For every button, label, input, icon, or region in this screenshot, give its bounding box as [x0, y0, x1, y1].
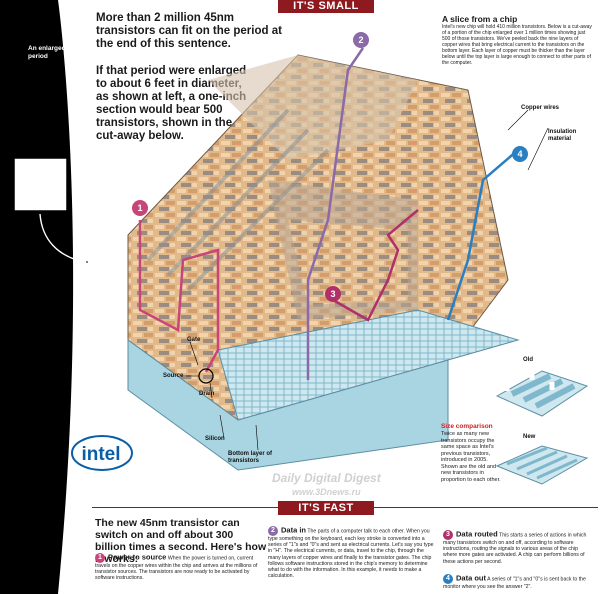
label-new: New — [523, 434, 536, 440]
label-gate: Gate — [187, 337, 201, 343]
svg-text:intel: intel — [81, 444, 120, 465]
svg-text:2: 2 — [358, 35, 363, 45]
step-2-title: Data in — [281, 525, 307, 535]
marker-2: 2 — [353, 32, 369, 48]
step-3-title: Data routed — [456, 529, 498, 539]
watermark-title: Daily Digital Digest — [272, 471, 381, 485]
label-old: Old — [523, 357, 533, 363]
enlarged-description: If that period were enlarged to about 6 … — [96, 65, 247, 142]
marker-3: 3 — [325, 286, 341, 302]
step-4-text: A series of "1"s and "0"s is sent back t… — [443, 576, 586, 590]
label-copper-wires: Copper wires — [521, 105, 560, 111]
enlarged-period-panel — [0, 0, 88, 594]
wire-path-2 — [306, 47, 365, 380]
headline: More than 2 million 45nm transistors can… — [96, 12, 282, 50]
svg-text:3: 3 — [330, 289, 335, 299]
marker-1: 1 — [132, 200, 148, 216]
pointer-arrow-icon — [39, 213, 85, 263]
fast-headline: The new 45nm transistor can switch on an… — [95, 517, 267, 565]
enlarged-period-label: An enlarged period — [28, 45, 66, 60]
intel-logo: intel — [71, 435, 133, 471]
size-comparison-text: Twice as many new transistors occupy the… — [441, 431, 501, 483]
watermark-url: www.3Dnews.ru — [292, 487, 361, 497]
size-comparison-title: Size comparison — [441, 423, 493, 430]
svg-text:4: 4 — [517, 149, 522, 159]
step-1-text: When the power is turned on, current tra… — [95, 555, 258, 582]
wire-path-4 — [446, 149, 519, 321]
label-drain: Drain — [199, 391, 215, 397]
slice-title: A slice from a chip — [442, 14, 518, 24]
enlarged-period-square — [13, 157, 68, 212]
step-2-text: The parts of a computer talk to each oth… — [268, 528, 434, 580]
slice-description: Intel's new chip will hold 410 million t… — [442, 24, 592, 66]
wire-path-3 — [332, 209, 419, 322]
wire-path-1 — [138, 220, 220, 373]
step-1-title: Power to source — [108, 552, 167, 562]
step-3-text: This starts a series of actions in which… — [443, 532, 587, 565]
label-silicon: Silicon — [205, 436, 225, 442]
banner-its-small: IT'S SMALL — [278, 0, 374, 13]
step-4-number: 4 — [443, 574, 453, 584]
step-2-number: 2 — [268, 526, 278, 536]
marker-4: 4 — [512, 146, 528, 162]
chip-cutaway-diagram: 1 2 3 4 — [127, 32, 549, 471]
step-1-number: 1 — [95, 553, 105, 563]
new-transistor-illustration — [495, 445, 589, 485]
old-transistor-illustration — [495, 370, 589, 417]
step-3-number: 3 — [443, 530, 453, 540]
label-bottom-layer: Bottom layer of transistors — [228, 451, 273, 464]
banner-its-fast: IT'S FAST — [278, 501, 374, 515]
svg-text:1: 1 — [137, 203, 142, 213]
step-4-title: Data out — [456, 573, 486, 583]
label-source: Source — [163, 373, 184, 379]
label-insulation: Insulation material — [548, 129, 577, 142]
